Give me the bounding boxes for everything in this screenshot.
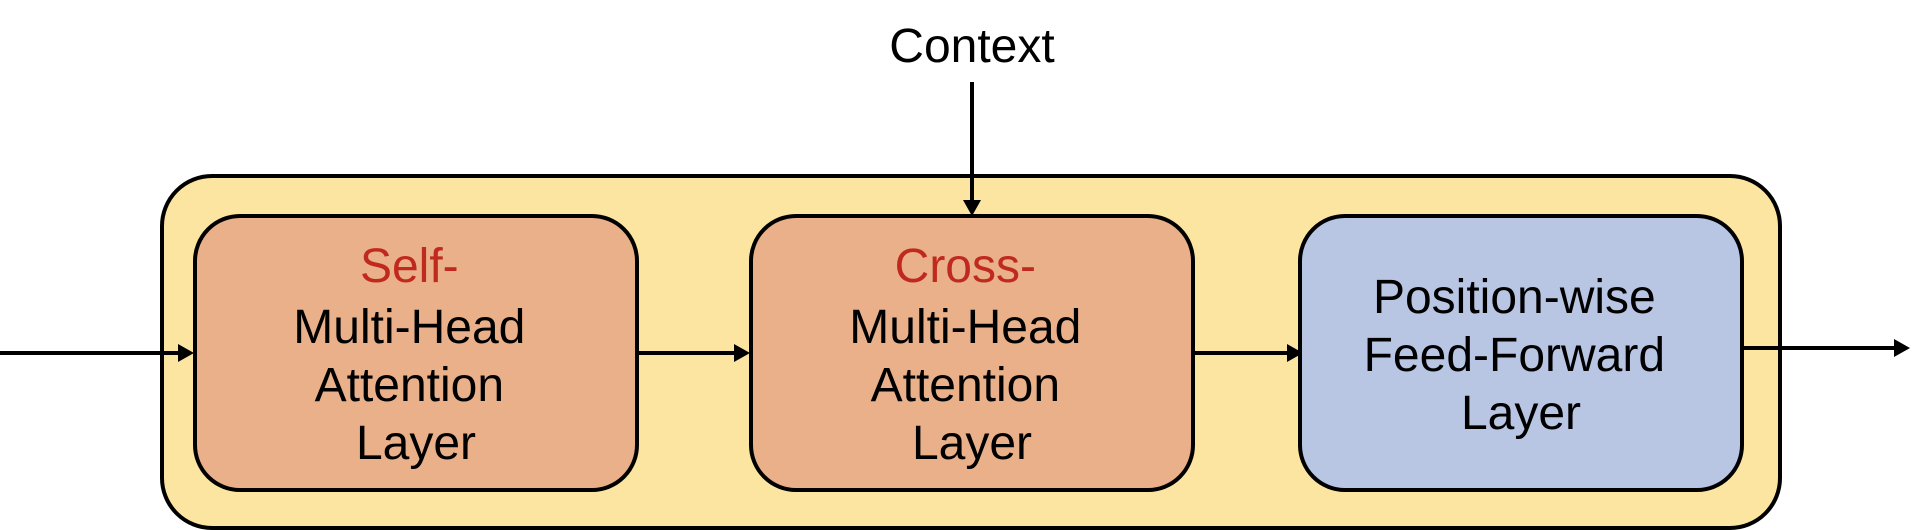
self-attention-line-1: Multi-Head [293, 301, 525, 354]
self-attention-prefix: Self- [360, 240, 459, 293]
context-label: Context [889, 20, 1054, 73]
input-arrow-head [178, 344, 194, 362]
feed-forward-box [1298, 214, 1744, 492]
cross-attention-block: Cross- Multi-Head Attention Layer [749, 214, 1195, 492]
self-attention-line-2: Attention [315, 359, 504, 412]
self-attention-line-3: Layer [356, 417, 476, 470]
cross-to-ffn-arrow-head [1287, 344, 1303, 362]
output-arrow-head [1894, 339, 1910, 357]
cross-attention-box [749, 214, 1195, 492]
svg-text:Self- Multi-Head A: Self- Multi-Head Attention Layer [293, 240, 538, 470]
self-to-cross-arrow-head [734, 344, 750, 362]
feed-forward-block: Position-wise Feed-Forward Layer [1298, 214, 1744, 492]
svg-text:Position-wise Feed-Forwa: Position-wise Feed-Forward Layer [1364, 271, 1679, 440]
self-attention-box [193, 214, 639, 492]
cross-attention-prefix: Cross- [895, 240, 1036, 293]
svg-text:Cross- Multi-Head: Cross- Multi-Head Attention Layer [849, 240, 1094, 470]
cross-attention-line-1: Multi-Head [849, 301, 1081, 354]
cross-attention-line-3: Layer [912, 417, 1032, 470]
feed-forward-line-2: Feed-Forward [1364, 329, 1665, 382]
feed-forward-line-3: Layer [1461, 387, 1581, 440]
self-attention-block: Self- Multi-Head Attention Layer [193, 214, 639, 492]
cross-attention-line-2: Attention [871, 359, 1060, 412]
context-arrow-head [963, 200, 981, 216]
feed-forward-line-1: Position-wise [1373, 271, 1656, 324]
